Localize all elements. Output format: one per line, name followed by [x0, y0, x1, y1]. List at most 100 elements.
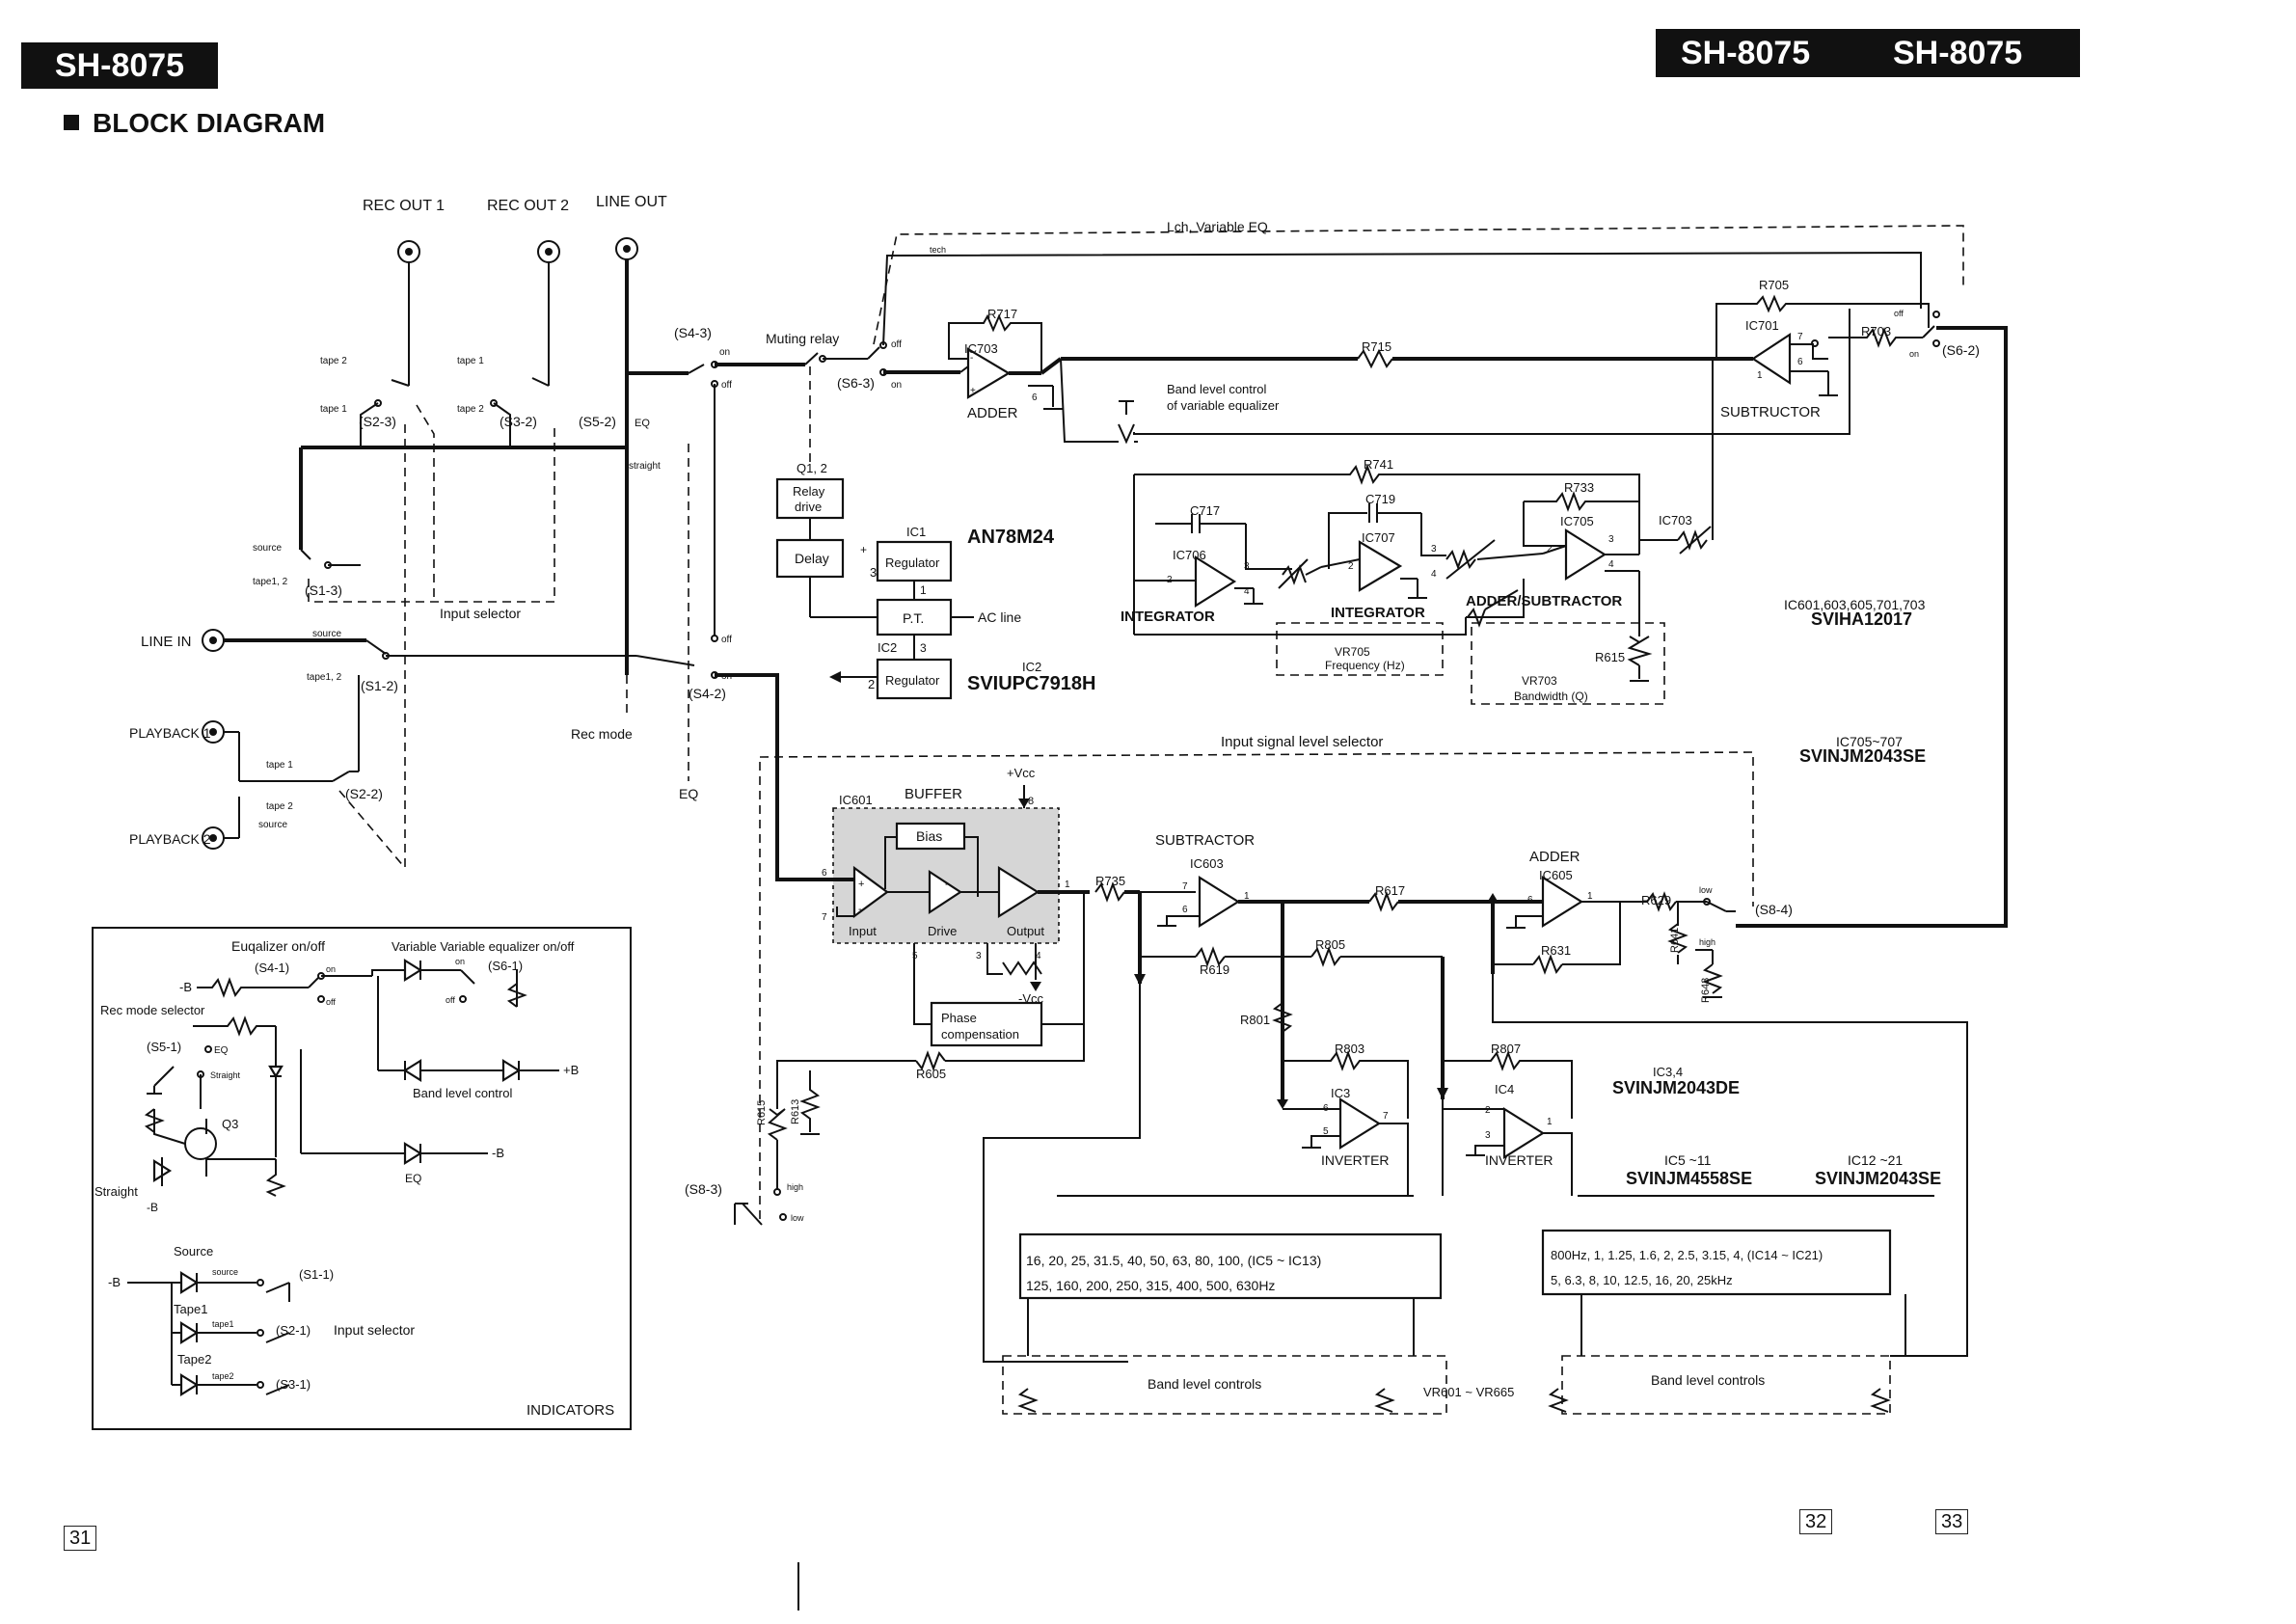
- ind-minus-b-3: -B: [147, 1201, 158, 1214]
- svg-text:7: 7: [1383, 1111, 1389, 1122]
- s8-4-high: high: [1699, 937, 1715, 947]
- subtractor2-label: SUBTRACTOR: [1155, 832, 1255, 849]
- s1-2-label: (S1-2): [361, 678, 398, 693]
- delay-label: Delay: [795, 551, 829, 566]
- ic601-group-label: IC601,603,605,701,703: [1784, 597, 1926, 612]
- r803-label: R803: [1335, 1042, 1364, 1056]
- sw-source-tape2: tape 2: [320, 356, 347, 366]
- svg-text:tape2: tape2: [212, 1371, 234, 1381]
- band-level-controls-1: Band level controls: [1148, 1376, 1261, 1392]
- r735-label: R615: [1595, 650, 1625, 664]
- ic701-label: IC701: [1745, 318, 1779, 333]
- svg-text:source: source: [212, 1267, 238, 1277]
- ic2-a-label: IC2: [878, 640, 897, 655]
- s1-3-source: source: [253, 543, 282, 554]
- page-number-left: 31: [64, 1526, 97, 1551]
- model-badge-right-a: SH-8075: [1681, 35, 1811, 71]
- svg-text:off: off: [326, 997, 336, 1007]
- phase-comp-l2: compensation: [941, 1027, 1019, 1042]
- ic5-11-part: SVINJM4558SE: [1626, 1169, 1752, 1188]
- ic3-opamp: [1338, 1097, 1382, 1150]
- line-out-label: LINE OUT: [596, 194, 667, 210]
- sw-tape1-a: tape 1: [320, 404, 347, 415]
- ind-source-led-icon: [179, 1271, 200, 1294]
- rec-out-2-jack: REC OUT 2: [487, 198, 569, 386]
- s6-2-label: (S6-2): [1942, 342, 1980, 358]
- svg-text:1: 1: [1757, 370, 1763, 381]
- buffer-label: BUFFER: [905, 786, 962, 802]
- ind-variable-led-icon: [403, 959, 423, 982]
- r615-label: R615: [756, 1100, 768, 1125]
- ic605-opamp: [1541, 876, 1584, 928]
- svg-text:-: -: [858, 904, 862, 915]
- r629-label: R617: [1375, 883, 1405, 898]
- s2-2-label: (S2-2): [345, 786, 383, 801]
- svg-text:6: 6: [1182, 905, 1188, 915]
- ind-s4-1: (S4-1): [255, 961, 289, 975]
- ic703-opamp: [966, 347, 1012, 399]
- playback-1-jack: PLAYBACK 1: [129, 720, 225, 744]
- ind-s2-1: (S2-1): [276, 1323, 311, 1338]
- r705-label: R705: [1759, 278, 1789, 292]
- svg-text:5: 5: [1323, 1126, 1329, 1137]
- ind-source-label: Source: [174, 1244, 213, 1259]
- c719-label: C719: [1365, 492, 1395, 506]
- svg-text:+: +: [860, 543, 867, 556]
- subtractor-label: SUBTRUCTOR: [1720, 404, 1821, 420]
- sw-source-tape1: tape 1: [457, 356, 484, 366]
- svg-text:1: 1: [1065, 880, 1070, 890]
- r807-label: R807: [1491, 1042, 1521, 1056]
- svg-text:2: 2: [1167, 575, 1173, 585]
- svg-text:8: 8: [1028, 796, 1034, 807]
- ic605-label: IC605: [1539, 868, 1573, 882]
- inverter-1-label: INVERTER: [1321, 1152, 1390, 1168]
- ind-tape2-label: Tape2: [177, 1352, 211, 1367]
- svg-text:4: 4: [1431, 569, 1437, 580]
- svg-text:2: 2: [1485, 1105, 1491, 1116]
- s5-2-eq: EQ: [635, 418, 650, 429]
- q1-2-label: Q1, 2: [797, 461, 827, 475]
- output-label: Output: [1007, 924, 1044, 938]
- phase-comp-box: [930, 1001, 1043, 1047]
- ic705-label: IC705: [1560, 514, 1594, 528]
- ind-var-eq-onoff: Variable Variable equalizer on/off: [392, 939, 575, 954]
- ic34-label: IC3,4: [1653, 1065, 1683, 1079]
- s6-2-off: off: [1894, 309, 1904, 318]
- heading-bullet-icon: [64, 115, 79, 130]
- band-bank-2-l2: 5, 6.3, 8, 10, 12.5, 16, 20, 25kHz: [1551, 1273, 1733, 1287]
- vr703-label: IC703: [1659, 513, 1692, 528]
- ind-s3-1: (S3-1): [276, 1377, 311, 1392]
- r645-label: R643: [1700, 978, 1712, 1003]
- s5-2-label: (S5-2): [579, 414, 616, 429]
- r613-label: R613: [790, 1099, 801, 1124]
- r617-label: R735: [1095, 874, 1125, 888]
- integrator-2-label: INTEGRATOR: [1331, 605, 1425, 621]
- ic2-part: SVIUPC7918H: [967, 673, 1095, 694]
- s6-3-off: off: [891, 339, 902, 350]
- r619-label: R619: [1200, 962, 1229, 977]
- svg-text:2: 2: [1348, 561, 1354, 572]
- page-number-mid: 32: [1799, 1509, 1833, 1534]
- r717-label: R717: [987, 307, 1017, 321]
- line-in-label: LINE IN: [141, 634, 192, 650]
- ic603-opamp: [1198, 876, 1241, 928]
- pt-label: P.T.: [903, 610, 924, 626]
- svg-text:3: 3: [976, 951, 982, 961]
- ic1-label: IC1: [906, 525, 926, 539]
- s1-2-source: source: [312, 629, 341, 639]
- s1-2-tape12: tape1, 2: [307, 672, 342, 683]
- r805-label: R805: [1315, 937, 1345, 952]
- drive-label: Drive: [928, 924, 957, 938]
- regulator-1-box: [876, 540, 953, 582]
- s5-2-straight: straight: [629, 461, 661, 472]
- ic3-label: IC3: [1331, 1086, 1350, 1100]
- s6-3-label: (S6-3): [837, 375, 875, 391]
- band-bank-2: [1541, 1229, 1892, 1296]
- page-heading: BLOCK DIAGRAM: [64, 108, 325, 139]
- svg-text:3: 3: [1608, 534, 1614, 545]
- inverter-2-label: INVERTER: [1485, 1152, 1553, 1168]
- svg-text:tape1: tape1: [212, 1319, 234, 1329]
- ic703-label: IC703: [964, 341, 998, 356]
- ic707-label: IC707: [1362, 530, 1395, 545]
